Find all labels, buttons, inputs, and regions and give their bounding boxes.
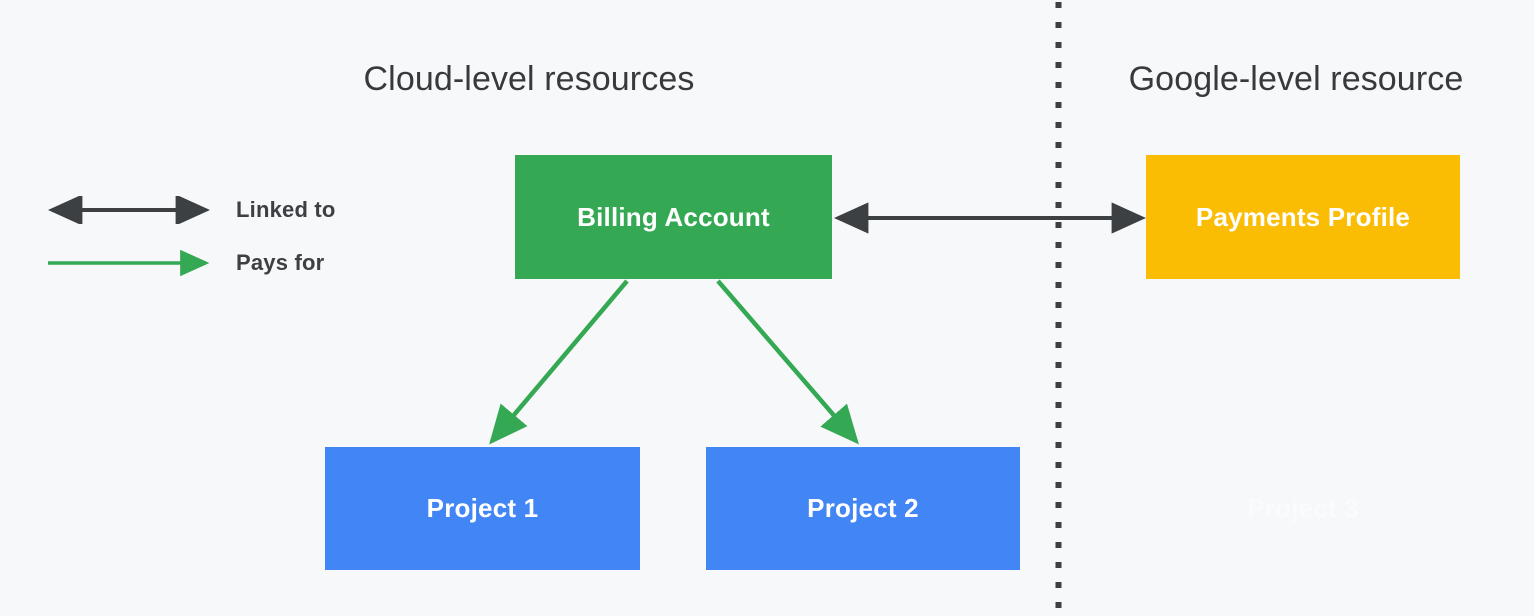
single-headed-arrow-icon	[48, 249, 210, 277]
node-payments-profile[interactable]: Payments Profile	[1146, 155, 1460, 279]
edge-billing-to-project2	[716, 279, 859, 445]
legend-item-linked-to: Linked to	[40, 186, 400, 239]
legend-label-linked-to: Linked to	[236, 197, 336, 222]
section-heading-google-level: Google-level resource	[1128, 60, 1464, 98]
edge-billing-to-project1	[489, 279, 629, 445]
node-project-3: Project 3	[1247, 493, 1359, 523]
node-project-2[interactable]: Project 2	[706, 447, 1020, 570]
double-headed-arrow-icon	[48, 196, 211, 224]
section-heading-cloud-level: Cloud-level resources	[363, 60, 695, 98]
legend-label-pays-for: Pays for	[236, 250, 325, 275]
node-project-1[interactable]: Project 1	[325, 447, 640, 570]
node-billing-account[interactable]: Billing Account	[515, 155, 832, 279]
legend-item-pays-for: Pays for	[40, 239, 400, 292]
legend: Linked to Pays for	[40, 186, 400, 292]
